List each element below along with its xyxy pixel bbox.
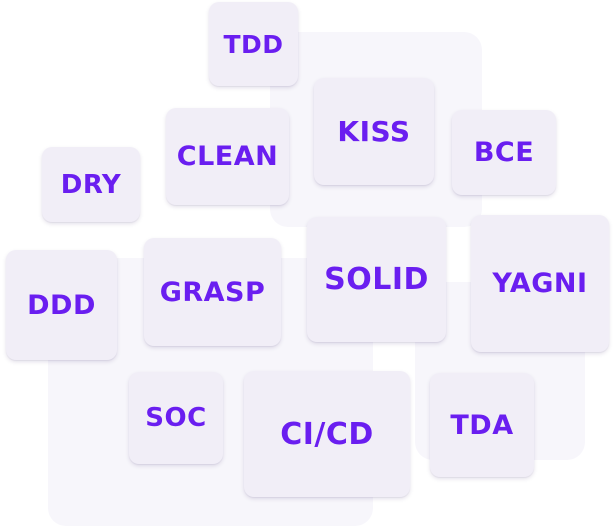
tag-label: CI/CD <box>280 416 374 452</box>
tag-dry: DRY <box>42 147 140 222</box>
tag-grasp: GRASP <box>144 238 281 346</box>
tag-label: KISS <box>337 115 411 148</box>
tag-label: DRY <box>60 169 122 200</box>
tag-label: YAGNI <box>492 268 588 299</box>
tag-label: SOC <box>145 403 207 433</box>
tag-soc: SOC <box>129 372 223 464</box>
tag-label: CLEAN <box>176 141 279 172</box>
tag-label: TDD <box>223 29 284 59</box>
tag-label: BCE <box>473 137 535 168</box>
tag-yagni: YAGNI <box>471 215 609 352</box>
tag-kiss: KISS <box>314 78 434 185</box>
tag-label: TDA <box>450 409 514 441</box>
tag-tdd: TDD <box>209 2 298 86</box>
tag-cicd: CI/CD <box>244 371 410 497</box>
tag-clean: CLEAN <box>166 108 289 205</box>
tag-label: DDD <box>27 289 96 321</box>
tag-bce: BCE <box>452 110 556 195</box>
tag-solid: SOLID <box>307 217 446 342</box>
tag-tda: TDA <box>430 373 534 477</box>
tag-label: SOLID <box>324 262 429 297</box>
tag-ddd: DDD <box>6 250 117 360</box>
tag-label: GRASP <box>159 276 266 308</box>
